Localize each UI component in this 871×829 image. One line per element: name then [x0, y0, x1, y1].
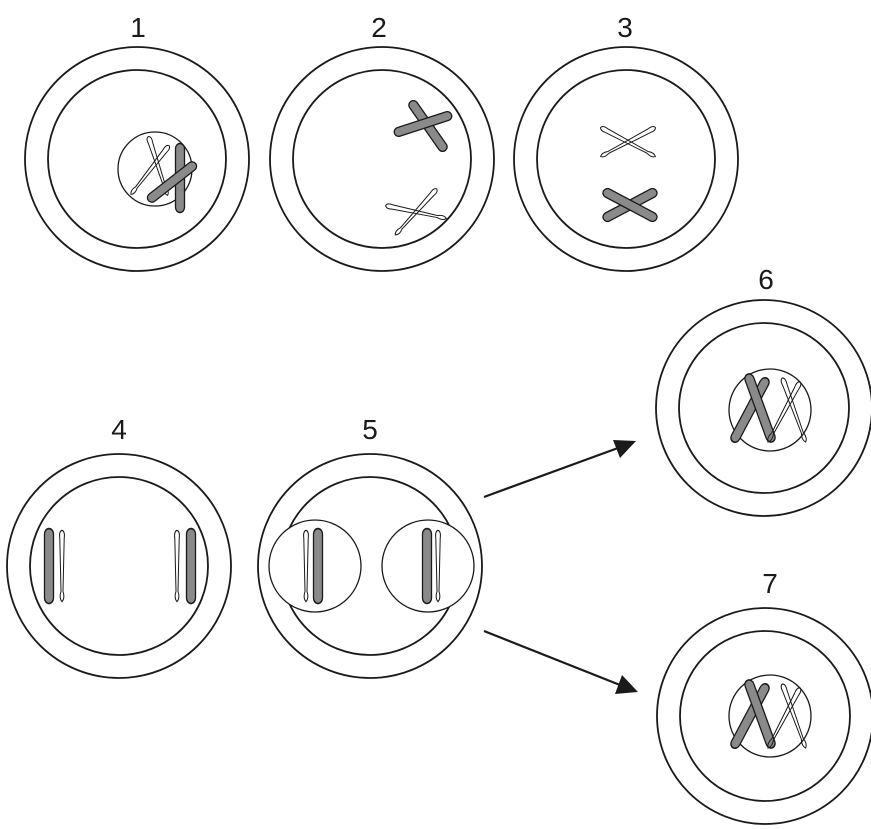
stage-6: 6: [655, 264, 871, 517]
stage-2-inner-membrane: [292, 69, 472, 249]
stage-6-label: 6: [758, 264, 774, 295]
stage-3: 3: [513, 12, 739, 272]
stage-5: 5: [257, 414, 483, 679]
stage-7: 7: [656, 568, 871, 825]
stage-2-label: 2: [371, 12, 387, 43]
stage-4-label: 4: [111, 414, 127, 445]
stage-3-label: 3: [617, 12, 633, 43]
arrow-5-to-6: [483, 440, 636, 499]
stage-5-label: 5: [362, 414, 378, 445]
stage-1-label: 1: [130, 12, 146, 43]
stage-7-label: 7: [762, 568, 778, 599]
stage-2: 2: [269, 12, 495, 272]
stage-4: 4: [6, 414, 232, 679]
stage-3-inner-membrane: [536, 69, 716, 249]
stage-4-inner-membrane: [29, 476, 209, 656]
stage-1: 1: [24, 12, 250, 272]
arrow-5-to-7: [483, 629, 638, 694]
